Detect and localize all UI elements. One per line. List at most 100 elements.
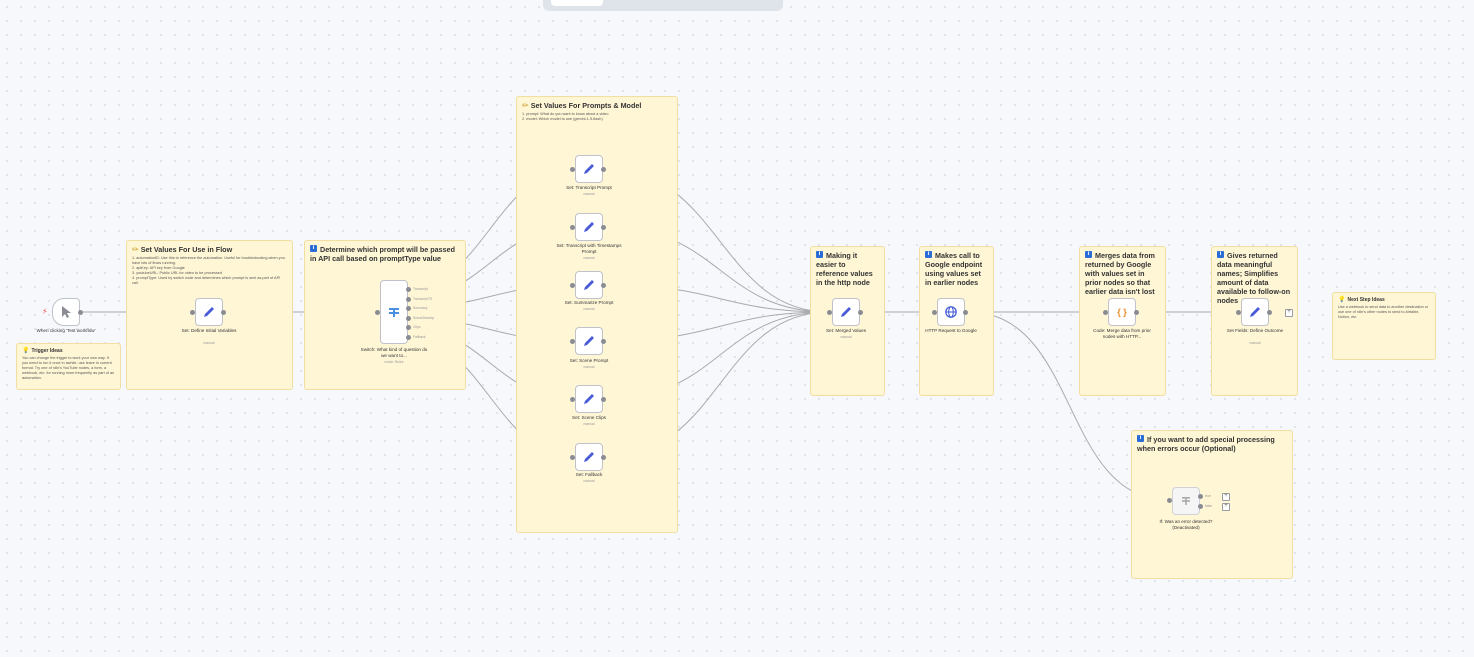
switch-output-port[interactable]	[406, 297, 411, 302]
switch-output-port[interactable]	[406, 306, 411, 311]
canvas-top-toolbar[interactable]	[543, 0, 783, 11]
output-port[interactable]	[78, 310, 83, 315]
node-set-scene-prompt[interactable]	[575, 327, 603, 355]
switch-output-label: Transcript	[413, 287, 428, 291]
sticky-line: 3. youtubeURL: Public URL for video to b…	[132, 271, 222, 275]
sticky-body: Use a webhook to send data to another de…	[1338, 305, 1429, 319]
output-port[interactable]	[601, 455, 606, 460]
info-icon: i	[310, 245, 317, 252]
output-port[interactable]	[601, 167, 606, 172]
node-set-summarize-prompt[interactable]	[575, 271, 603, 299]
switch-output-label: TranscriptTS	[413, 297, 433, 301]
sticky-title-text: Merges data from returned by Google with…	[1085, 251, 1155, 296]
switch-output-port[interactable]	[406, 335, 411, 340]
output-port[interactable]	[221, 310, 226, 315]
input-port[interactable]	[570, 167, 575, 172]
node-http-request-google[interactable]	[937, 298, 965, 326]
add-node-button[interactable]: +	[1222, 493, 1230, 501]
output-port[interactable]	[1267, 310, 1272, 315]
node-set-define-initial-variables[interactable]	[195, 298, 223, 326]
if-output-label: false	[1205, 504, 1213, 508]
info-icon: i	[925, 251, 932, 258]
pencil-icon	[584, 452, 594, 462]
sticky-title: Trigger Ideas	[22, 348, 115, 354]
input-port[interactable]	[827, 310, 832, 315]
pencil-icon	[584, 222, 594, 232]
node-label: Set: Summarize Prompt	[564, 300, 614, 305]
info-icon: i	[1137, 435, 1144, 442]
pencil-icon	[1250, 307, 1260, 317]
node-label: Set: Scene Prompt	[569, 358, 609, 363]
node-set-scene-clips[interactable]	[575, 385, 603, 413]
cursor-icon	[62, 306, 71, 318]
sticky-line: 1. automationID: Use this to reference t…	[132, 256, 285, 265]
input-port[interactable]	[1103, 310, 1108, 315]
sticky-next-step-ideas[interactable]: Next Step Ideas Use a webhook to send da…	[1332, 292, 1436, 360]
input-port[interactable]	[570, 225, 575, 230]
node-label: Set: Merged Values	[825, 328, 866, 333]
node-manual-trigger[interactable]	[52, 298, 80, 326]
output-port-false[interactable]	[1198, 504, 1203, 509]
sticky-line: 4. promptType: Used by switch node and d…	[132, 276, 281, 285]
switch-output-port[interactable]	[406, 316, 411, 321]
node-code-merge-data[interactable]: { }	[1108, 298, 1136, 326]
node-set-fields-define-outcome[interactable]	[1241, 298, 1269, 326]
node-set-merged-values[interactable]	[832, 298, 860, 326]
node-label: Set Fields: Define Outcome	[1226, 328, 1284, 333]
switch-output-label: Summary	[413, 306, 428, 310]
input-port[interactable]	[570, 455, 575, 460]
node-subtitle: manual	[583, 307, 595, 311]
switch-output-port[interactable]	[406, 325, 411, 330]
sticky-title-text: Determine which prompt will be passed in…	[310, 245, 455, 263]
info-icon: i	[1085, 251, 1092, 258]
input-port[interactable]	[570, 339, 575, 344]
switch-output-port[interactable]	[406, 287, 411, 292]
output-port[interactable]	[963, 310, 968, 315]
pencil-icon	[841, 307, 851, 317]
sticky-title-text: Gives returned data meaningful names; Si…	[1217, 251, 1291, 305]
node-label: Set: Fallback	[575, 472, 603, 477]
input-port[interactable]	[570, 397, 575, 402]
pencil-icon	[204, 307, 214, 317]
node-set-transcript-prompt[interactable]	[575, 155, 603, 183]
node-if-error-detected[interactable]	[1172, 487, 1200, 515]
output-port[interactable]	[1134, 310, 1139, 315]
info-icon: i	[1217, 251, 1224, 258]
node-subtitle: manual	[840, 335, 852, 339]
node-label: When clicking 'Test workflow'	[36, 328, 96, 333]
pencil-icon	[584, 336, 594, 346]
node-label: Set: Transcript with Timestamps Prompt	[556, 243, 622, 254]
node-subtitle: manual	[583, 256, 595, 260]
input-port[interactable]	[1167, 498, 1172, 503]
sticky-line: 2. apiKey: API key from Google	[132, 266, 185, 270]
sticky-title: Next Step Ideas	[1338, 297, 1430, 303]
input-port[interactable]	[375, 310, 380, 315]
output-port[interactable]	[601, 225, 606, 230]
sticky-body: 1. automationID: Use this to reference t…	[132, 256, 287, 286]
sticky-title: Set Values For Prompts & Model	[522, 101, 672, 110]
output-port[interactable]	[858, 310, 863, 315]
add-node-button[interactable]: +	[1285, 309, 1293, 317]
node-set-fallback[interactable]	[575, 443, 603, 471]
node-set-transcript-timestamps-prompt[interactable]	[575, 213, 603, 241]
input-port[interactable]	[570, 283, 575, 288]
node-subtitle: manual	[203, 341, 215, 345]
input-port[interactable]	[932, 310, 937, 315]
output-port[interactable]	[601, 283, 606, 288]
toolbar-tab[interactable]	[551, 0, 603, 6]
input-port[interactable]	[1236, 310, 1241, 315]
sticky-trigger-ideas[interactable]: Trigger Ideas You can change the trigger…	[16, 343, 121, 390]
sticky-title-text: Makes call to Google endpoint using valu…	[925, 251, 983, 287]
switch-icon	[389, 308, 399, 317]
add-node-button[interactable]: +	[1222, 503, 1230, 511]
output-port[interactable]	[601, 397, 606, 402]
output-port[interactable]	[601, 339, 606, 344]
output-port-true[interactable]	[1198, 494, 1203, 499]
input-port[interactable]	[190, 310, 195, 315]
node-switch[interactable]	[380, 280, 408, 344]
